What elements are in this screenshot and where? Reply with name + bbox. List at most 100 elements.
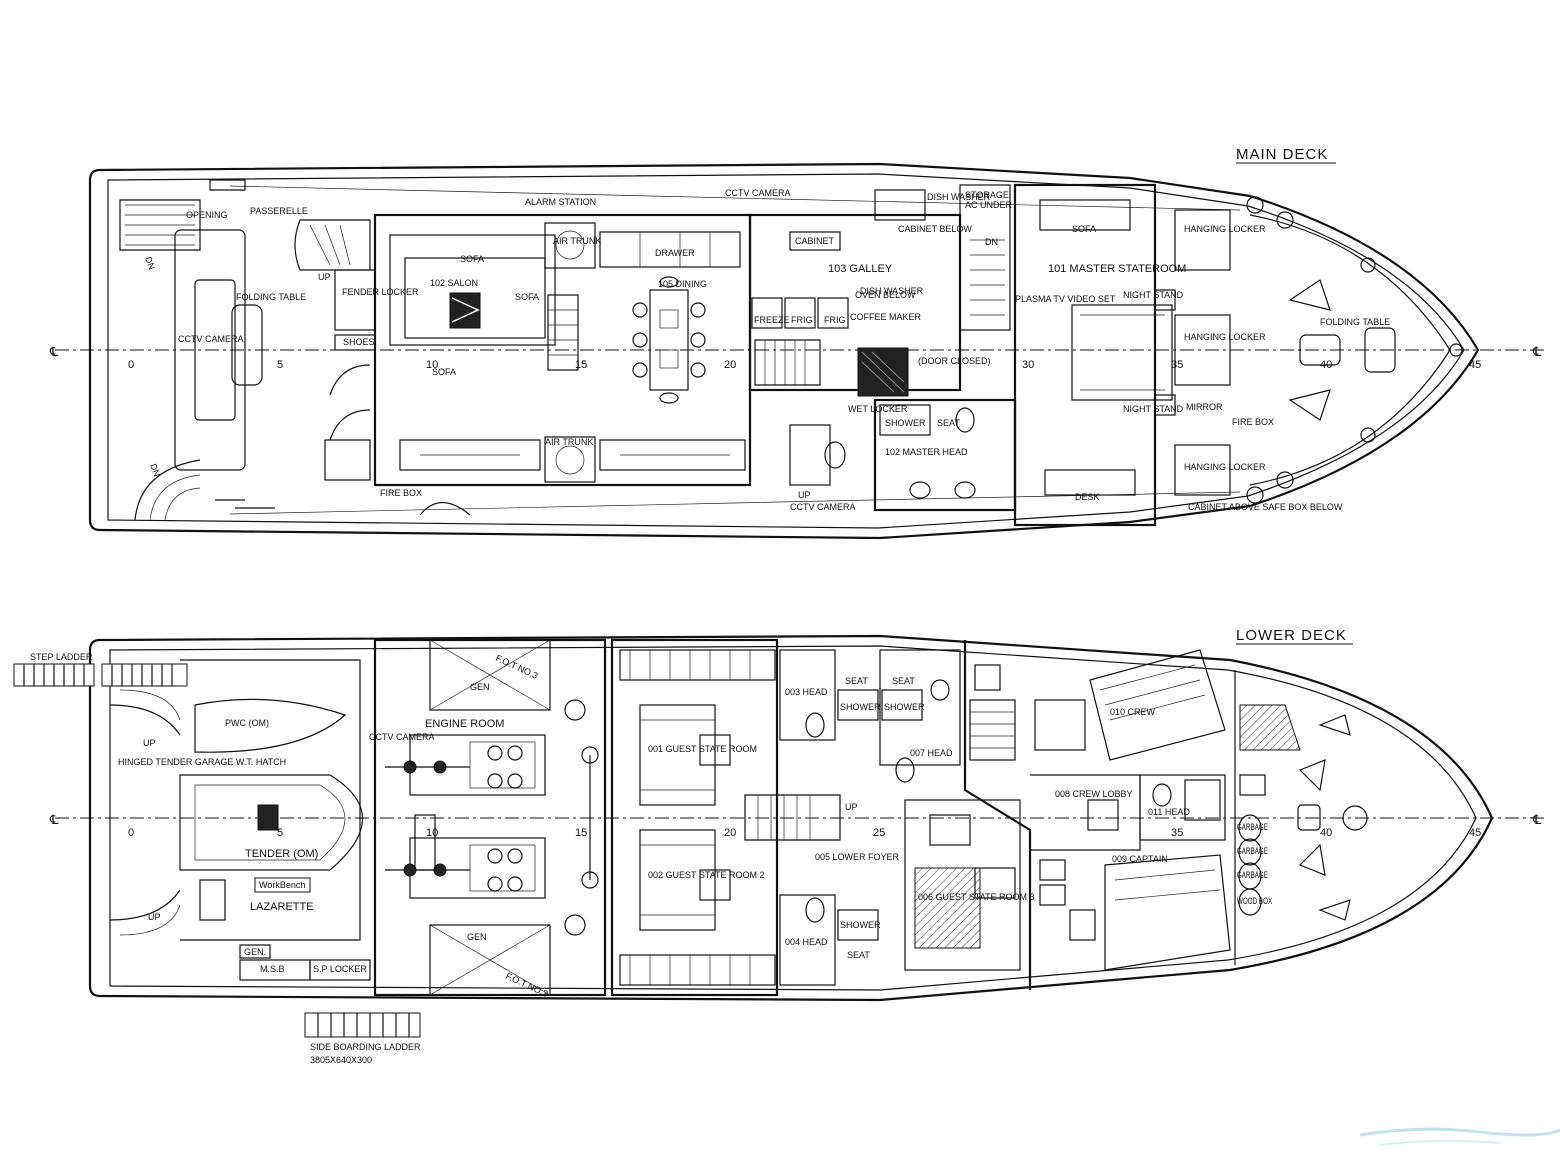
svg-text:0: 0 xyxy=(128,827,134,839)
folding-table-aft-label: FOLDING TABLE xyxy=(236,292,306,302)
alarm-station-label: ALARM STATION xyxy=(525,197,596,207)
garbage-1-label: GARBAGE xyxy=(1237,822,1268,832)
sp-locker-label: S.P LOCKER xyxy=(313,964,367,974)
guest-1-label: 001 GUEST STATE ROOM xyxy=(648,744,757,754)
wet-locker-label: WET LOCKER xyxy=(848,404,908,414)
svg-text:10: 10 xyxy=(426,827,438,839)
main-deck-title: MAIN DECK xyxy=(1236,146,1328,163)
svg-text:5: 5 xyxy=(277,827,283,839)
main-deck-hull xyxy=(88,162,1480,540)
tender-label: TENDER (OM) xyxy=(245,848,318,860)
sofa-2-label: SOFA xyxy=(515,292,539,302)
safe-box-label: CABINET ABOVE SAFE BOX BELOW xyxy=(1188,502,1343,512)
lower-deck-hull xyxy=(88,634,1494,1002)
opening-label: OPENING xyxy=(186,210,228,220)
storage-label: STORAGE xyxy=(965,190,1009,200)
shower-label: SHOWER xyxy=(885,418,926,428)
freeze-label: FREEZE xyxy=(754,315,790,325)
svg-text:UP: UP xyxy=(148,912,161,922)
seat-3-label: SEAT xyxy=(892,676,915,686)
svg-text:UP: UP xyxy=(798,490,811,500)
dining-label: 105 DINING xyxy=(658,279,707,289)
svg-text:5: 5 xyxy=(277,359,283,371)
cabinet-below-label: CABINET BELOW xyxy=(898,224,972,234)
svg-text:20: 20 xyxy=(724,359,736,371)
lower-cl-symbol-right: ℄ xyxy=(1532,812,1542,827)
svg-text:10: 10 xyxy=(426,359,438,371)
cctv-1-label: CCTV CAMERA xyxy=(178,334,244,344)
main-cl-symbol-right: ℄ xyxy=(1532,344,1542,359)
guest-cabins-block xyxy=(610,638,779,997)
wood-box-label: WOOD BOX xyxy=(1237,896,1272,906)
hanging-locker-3-label: HANGING LOCKER xyxy=(1184,462,1266,472)
lazarette-label: LAZARETTE xyxy=(250,901,314,913)
svg-text:35: 35 xyxy=(1171,359,1183,371)
seat-2-label: SEAT xyxy=(847,950,870,960)
engine-starboard xyxy=(385,837,546,899)
fot-1-label: F.O.T NO.3 xyxy=(494,653,539,681)
main-cl-symbol-left: ℄ xyxy=(49,344,59,359)
shower-3-label: SHOWER xyxy=(884,702,925,712)
drawer-label: DRAWER xyxy=(655,248,695,258)
svg-text:SOFA: SOFA xyxy=(1072,224,1096,234)
svg-text:0: 0 xyxy=(128,359,134,371)
fender-locker-label: FENDER LOCKER xyxy=(342,287,419,297)
main-deck-plan: MAIN DECK ℄ ℄ 0 5 10 15 20 25 30 35 40 4… xyxy=(49,146,1545,540)
step-ladder-label: STEP LADDER xyxy=(30,652,93,662)
svg-text:45: 45 xyxy=(1469,827,1481,839)
side-ladder-label: SIDE BOARDING LADDER xyxy=(310,1042,421,1052)
engine-room-label: ENGINE ROOM xyxy=(425,718,504,730)
main-frame-numbers: 0 5 10 15 20 25 30 35 40 45 xyxy=(128,359,1481,371)
svg-text:30: 30 xyxy=(1022,359,1034,371)
dish-washer-label: DISH WASHER xyxy=(927,192,991,202)
ac-under-label: AC UNDER xyxy=(965,200,1013,210)
cctv-label: CCTV CAMERA xyxy=(369,732,435,742)
workbench-label: WorkBench xyxy=(259,880,305,890)
guest-6-label: 006 GUEST STATE ROOM 3 xyxy=(918,892,1035,902)
hinged-garage-label: HINGED TENDER GARAGE W.T. HATCH xyxy=(118,757,286,767)
svg-text:15: 15 xyxy=(575,359,587,371)
svg-text:UP: UP xyxy=(318,272,331,282)
salon-label: 102 SALON xyxy=(430,278,478,288)
svg-text:20: 20 xyxy=(724,827,736,839)
cctv-3-label: CCTV CAMERA xyxy=(725,188,791,198)
svg-text:35: 35 xyxy=(1171,827,1183,839)
air-trunk-1-label: AIR TRUNK xyxy=(553,236,601,246)
guest-2-label: 002 GUEST STATE ROOM 2 xyxy=(648,870,765,880)
frig-1-label: FRIG xyxy=(791,315,813,325)
hanging-locker-2-label: HANGING LOCKER xyxy=(1184,332,1266,342)
svg-text:DN: DN xyxy=(985,237,998,247)
lower-foyer-label: 005 LOWER FOYER xyxy=(815,852,900,862)
desk-label: DESK xyxy=(1075,492,1100,502)
fire-box-2-label: FIRE BOX xyxy=(1232,417,1274,427)
svg-text:UP: UP xyxy=(845,802,858,812)
crew-label: 010 CREW xyxy=(1110,707,1156,717)
side-boarding-ladder xyxy=(304,1012,421,1038)
sofa-3-label: SOFA xyxy=(432,367,456,377)
head-7-label: 007 HEAD xyxy=(910,748,953,758)
master-stateroom xyxy=(1013,183,1157,527)
coffee-maker-label: COFFEE MAKER xyxy=(850,312,922,322)
galley-label: 103 GALLEY xyxy=(828,263,893,275)
door-closed-label: (DOOR CLOSED) xyxy=(918,356,991,366)
garbage-3-label: GARBAGE xyxy=(1237,870,1268,880)
seat-label: SEAT xyxy=(937,418,960,428)
night-stand-2-label: NIGHT STAND xyxy=(1123,404,1184,414)
gen-1-label: GEN xyxy=(467,932,487,942)
air-trunk-2-label: AIR TRUNK xyxy=(545,437,593,447)
cctv-2-label: CCTV CAMERA xyxy=(790,502,856,512)
msb-label: M.S.B xyxy=(260,964,285,974)
head-3-label: 003 HEAD xyxy=(785,687,828,697)
master-head-label: 102 MASTER HEAD xyxy=(885,447,968,457)
step-ladder xyxy=(13,663,188,687)
svg-text:DN: DN xyxy=(143,255,157,271)
pwc-label: PWC (OM) xyxy=(225,718,269,728)
mirror-label: MIRROR xyxy=(1186,402,1223,412)
passerelle-label: PASSERELLE xyxy=(250,206,308,216)
engine-port xyxy=(385,734,546,796)
folding-table-fwd-label: FOLDING TABLE xyxy=(1320,317,1390,327)
dish-label: DISH WASHER xyxy=(860,286,924,296)
svg-text:15: 15 xyxy=(575,827,587,839)
svg-text:25: 25 xyxy=(873,827,885,839)
seat-1-label: SEAT xyxy=(845,676,868,686)
